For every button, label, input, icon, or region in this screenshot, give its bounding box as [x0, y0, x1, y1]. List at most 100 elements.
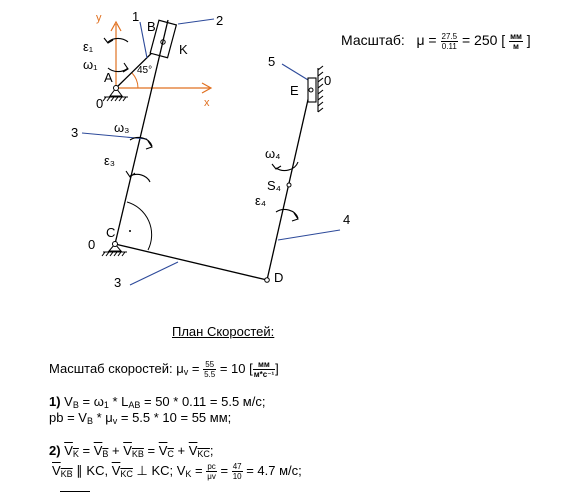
angle-arc: [131, 72, 139, 89]
step1-l2-b: * μ: [92, 410, 113, 425]
page-heading: План Скоростей:: [172, 324, 275, 339]
speed-scale-prefix: Масштаб скоростей: μ: [49, 360, 184, 376]
label-omega3: ω₃: [114, 120, 130, 135]
mechanism-diagram: [81, 18, 341, 286]
link-cd: [114, 243, 268, 281]
step1-l2-c: = 5.5 * 10 = 55 мм;: [117, 410, 232, 425]
speed-result: = 10 [: [216, 360, 253, 376]
axes: [110, 20, 213, 94]
step1-sub-c: AB: [128, 400, 141, 410]
vec-vkb: VKB: [123, 443, 144, 459]
label-omega1: ω₁: [83, 57, 98, 72]
scale-formula: Масштаб: μ = 27.5 0.11 = 250 [ мм м ]: [341, 32, 531, 51]
step2-line1: 2) VK = VB + VKB = VC + VKC;: [49, 444, 214, 459]
label-origin-c: 0: [88, 237, 96, 252]
step1-line2: pb = VB * μv = 5.5 * 10 = 55 мм;: [49, 411, 231, 426]
label-n3-bottom: 3: [114, 275, 122, 290]
vec-vk: VK: [64, 443, 79, 459]
plus-1: +: [108, 443, 124, 458]
label-n3-top: 3: [71, 125, 79, 140]
eq-2: =: [143, 443, 159, 458]
eq-1: =: [78, 443, 94, 458]
rotation-arrows: [103, 37, 299, 222]
angle-arc-c: [126, 201, 153, 251]
scale-num: 27.5: [440, 32, 459, 42]
step1-sub-a: B: [72, 400, 79, 410]
scale-close: ]: [526, 32, 531, 49]
angle-dot-c: [129, 230, 131, 232]
step1-text-a: V: [60, 394, 73, 409]
perp-kc: ⊥ KC; V: [132, 462, 186, 478]
step1-l2-sub2: v: [112, 416, 118, 426]
plus-2: +: [173, 443, 189, 458]
ground-c: [101, 243, 127, 257]
vec-vkc-2: VKC: [111, 462, 133, 479]
speed-fraction: 55 5.5: [203, 360, 217, 379]
link-de: [266, 81, 313, 281]
label-n5: 5: [268, 54, 276, 69]
label-x-axis: x: [204, 97, 210, 109]
scale-fraction: 27.5 0.11: [440, 32, 459, 51]
label-n4: 4: [343, 212, 351, 227]
vk-sub: K: [185, 468, 192, 479]
joint-d: [264, 277, 270, 283]
label-k: K: [179, 42, 188, 57]
scale-result: = 250 [: [461, 32, 506, 49]
scale-unit-num: мм: [509, 32, 523, 42]
speed-unit-num: мм: [252, 360, 276, 370]
label-angle: 45°: [137, 65, 153, 76]
step1-text-c: * L: [108, 394, 129, 409]
label-a: A: [104, 70, 113, 85]
eq-3: =: [191, 462, 207, 478]
step2-number: 2): [49, 443, 61, 458]
step1-text-b: = ω: [78, 394, 104, 409]
vec-vc: VC: [158, 443, 174, 459]
vec-vkb-2: VKB: [52, 462, 73, 479]
label-s4: S₄: [267, 178, 281, 193]
cutoff-rule: [60, 491, 90, 492]
label-e: E: [290, 83, 299, 98]
scale-unit-fraction: мм м: [509, 32, 523, 51]
semi: ;: [209, 443, 214, 458]
joint-s4: [286, 182, 292, 188]
label-omega4: ω₄: [265, 146, 281, 161]
vec-vb: VB: [93, 443, 109, 459]
label-n2: 2: [216, 13, 224, 28]
speed-unit-fraction: мм м*с⁻¹: [252, 360, 276, 379]
speed-den: 5.5: [204, 370, 216, 379]
speed-unit-den: м*с⁻¹: [253, 370, 275, 379]
link-ck: [114, 19, 169, 245]
step1-sub-b: 1: [103, 400, 109, 410]
scale-den: 0.11: [441, 42, 457, 51]
joint-a: [113, 85, 119, 91]
scale-unit-den: м: [513, 42, 519, 51]
step1-number: 1): [49, 394, 61, 409]
speed-scale-eq: =: [188, 360, 204, 376]
speed-scale-sub: v: [183, 366, 189, 377]
label-eps4: ε₄: [255, 193, 267, 208]
label-n0-right: 0: [324, 73, 332, 88]
label-n1: 1: [132, 9, 140, 24]
label-d: D: [274, 270, 284, 285]
ground-a: [102, 87, 128, 102]
scale-label: Масштаб:: [341, 32, 405, 49]
label-eps1: ε₁: [83, 39, 94, 54]
label-b: B: [147, 19, 156, 34]
step1-text-d: = 50 * 0.11 = 5.5 м/с;: [140, 394, 266, 409]
label-y-axis: y: [96, 12, 102, 24]
joint-c: [112, 241, 118, 247]
vec-vkc: VKC: [188, 443, 210, 459]
vk-result: = 4.7 м/с;: [242, 462, 302, 478]
scale-mu: μ =: [416, 32, 437, 49]
step1-line1: 1) VB = ω1 * LAB = 50 * 0.11 = 5.5 м/с;: [49, 395, 265, 410]
speed-num: 55: [203, 360, 217, 370]
joint-e: [308, 87, 314, 93]
label-eps3: ε₃: [104, 153, 116, 168]
label-c: C: [106, 225, 116, 240]
label-origin-a: 0: [96, 96, 104, 111]
eq-4: =: [216, 462, 232, 478]
step1-l2-a: pb = V: [49, 410, 87, 425]
